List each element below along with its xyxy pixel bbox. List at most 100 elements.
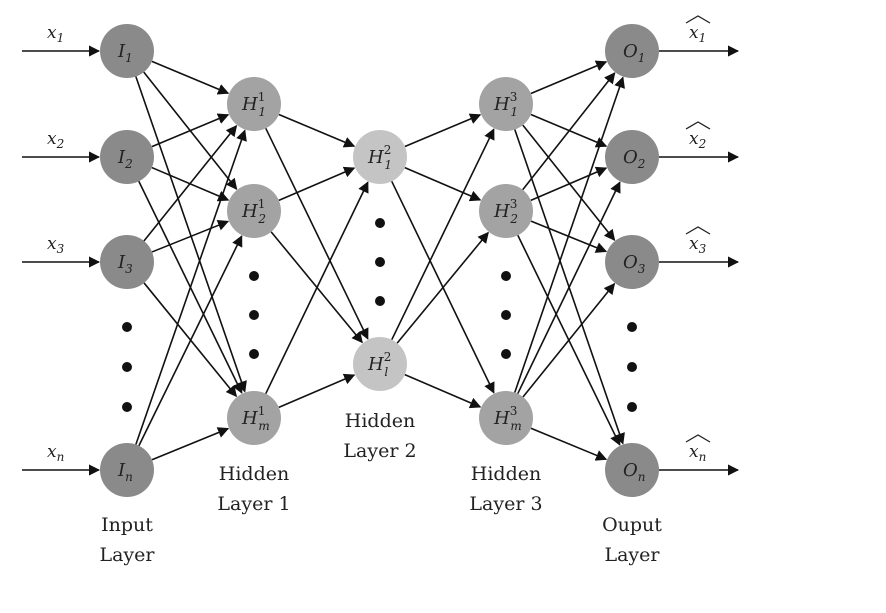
node-circle (100, 235, 154, 289)
hat-accent (685, 226, 711, 235)
edge-hidden1-2-to-hidden2-0 (265, 181, 369, 395)
edge-hidden3-2-to-output-3 (530, 427, 608, 461)
ellipsis-dot-hidden1-0 (249, 271, 259, 281)
ellipsis-dot-hidden2-0 (375, 218, 385, 228)
edge-hidden3-2-to-output-0 (514, 76, 625, 393)
ellipsis-dot-hidden2-1 (375, 257, 385, 267)
node-circle (479, 391, 533, 445)
node-circle (227, 77, 281, 131)
svg-text:xn: xn (689, 442, 706, 464)
edge-hidden3-0-to-output-2 (522, 124, 616, 241)
node-circle (605, 130, 659, 184)
ellipsis-dot-hidden2-2 (375, 296, 385, 306)
edge-input-3-to-hidden1-1 (138, 235, 243, 447)
ellipsis-dot-hidden3-0 (501, 271, 511, 281)
node-output-3: On (605, 443, 659, 497)
input-label-3: xn (47, 442, 64, 464)
node-circle (227, 391, 281, 445)
edge-input-0-to-hidden1-0 (151, 60, 230, 95)
node-circle (605, 443, 659, 497)
input-label-2: x3 (47, 234, 65, 256)
edge-hidden3-1-to-output-0 (522, 72, 616, 191)
node-input-1: I2 (100, 130, 154, 184)
node-input-3: In (100, 443, 154, 497)
edge-hidden2-0-to-hidden3-1 (404, 166, 482, 202)
node-circle (479, 77, 533, 131)
edge-hidden1-0-to-hidden2-1 (265, 127, 369, 340)
svg-text:x1: x1 (689, 23, 706, 45)
hat-accent (685, 434, 711, 443)
edge-hidden2-1-to-hidden3-2 (404, 373, 482, 409)
edge-hidden3-2-to-output-2 (522, 282, 616, 398)
ellipsis-dots (122, 218, 637, 412)
node-circle (100, 24, 154, 78)
ellipsis-dot-input-2 (122, 402, 132, 412)
ellipsis-dot-hidden3-1 (501, 310, 511, 320)
edge-hidden3-0-to-output-0 (530, 60, 608, 95)
edge-hidden1-2-to-hidden2-1 (278, 373, 356, 409)
edge-input-0-to-hidden1-2 (135, 76, 247, 393)
ellipsis-dot-hidden3-2 (501, 349, 511, 359)
output-label-3: xn (685, 434, 711, 464)
ellipsis-dot-input-0 (122, 322, 132, 332)
ellipsis-dot-output-2 (627, 402, 637, 412)
edge-input-3-to-hidden1-0 (135, 129, 247, 445)
input-label-1: x2 (47, 129, 64, 151)
ellipsis-dot-input-1 (122, 362, 132, 372)
output-label-2: x3 (685, 226, 711, 256)
edge-hidden2-1-to-hidden3-0 (391, 128, 495, 341)
ellipsis-dot-output-0 (627, 322, 637, 332)
hat-accent (685, 15, 711, 24)
output-label-0: x1 (685, 15, 711, 45)
edge-input-2-to-hidden1-1 (151, 219, 230, 253)
node-input-0: I1 (100, 24, 154, 78)
svg-text:x3: x3 (689, 234, 707, 256)
node-output-2: O3 (605, 235, 659, 289)
edge-input-1-to-hidden1-0 (151, 113, 230, 148)
node-output-1: O2 (605, 130, 659, 184)
node-circle (100, 130, 154, 184)
edge-hidden2-1-to-hidden3-1 (396, 231, 489, 344)
edge-hidden3-2-to-output-1 (517, 181, 621, 395)
node-circle (100, 443, 154, 497)
node-input-2: I3 (100, 235, 154, 289)
ellipsis-dot-hidden1-2 (249, 349, 259, 359)
edge-hidden2-0-to-hidden3-0 (404, 113, 482, 148)
ellipsis-dot-hidden1-1 (249, 310, 259, 320)
node-circle (227, 184, 281, 238)
edge-hidden3-1-to-output-1 (530, 166, 608, 202)
output-label-1: x2 (685, 121, 711, 151)
node-circle (479, 184, 533, 238)
svg-text:x2: x2 (689, 129, 706, 151)
node-circle (605, 235, 659, 289)
node-circle (353, 337, 407, 391)
ellipsis-dot-output-1 (627, 362, 637, 372)
node-circle (605, 24, 659, 78)
edge-hidden1-1-to-hidden2-0 (278, 166, 356, 202)
connection-edges (135, 60, 625, 461)
input-label-0: x1 (47, 23, 64, 45)
edge-hidden1-0-to-hidden2-0 (278, 113, 356, 148)
node-circle (353, 130, 407, 184)
edge-input-3-to-hidden1-2 (151, 427, 230, 461)
